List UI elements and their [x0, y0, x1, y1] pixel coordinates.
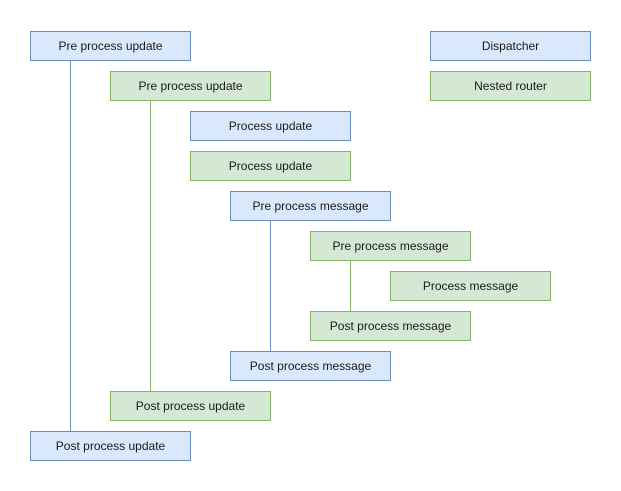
node-n2[interactable]: Pre process update	[110, 71, 271, 101]
node-label: Process update	[228, 118, 313, 133]
connector-n1-to-n11	[70, 61, 71, 431]
node-label: Pre process message	[332, 238, 449, 253]
node-label: Pre process message	[252, 198, 369, 213]
node-label: Post process update	[55, 438, 166, 453]
connector-n2-to-n10	[150, 101, 151, 391]
node-label: Post process message	[249, 358, 372, 373]
node-n6[interactable]: Pre process message	[310, 231, 471, 261]
node-n3[interactable]: Process update	[190, 111, 351, 141]
legend-nested-router-label: Nested router	[474, 78, 547, 93]
node-label: Process message	[422, 278, 519, 293]
legend-dispatcher-label: Dispatcher	[481, 38, 540, 53]
connector-n5-to-n9	[270, 221, 271, 351]
node-n7[interactable]: Process message	[390, 271, 551, 301]
node-label: Pre process update	[58, 38, 163, 53]
node-label: Pre process update	[138, 78, 243, 93]
legend-dispatcher[interactable]: Dispatcher	[430, 31, 591, 61]
node-label: Post process update	[135, 398, 246, 413]
node-n8[interactable]: Post process message	[310, 311, 471, 341]
node-n5[interactable]: Pre process message	[230, 191, 391, 221]
node-n4[interactable]: Process update	[190, 151, 351, 181]
node-label: Process update	[228, 158, 313, 173]
legend-nested-router[interactable]: Nested router	[430, 71, 591, 101]
connector-n6-to-n8	[350, 261, 351, 311]
node-label: Post process message	[329, 318, 452, 333]
node-n10[interactable]: Post process update	[110, 391, 271, 421]
node-n1[interactable]: Pre process update	[30, 31, 191, 61]
node-n11[interactable]: Post process update	[30, 431, 191, 461]
node-n9[interactable]: Post process message	[230, 351, 391, 381]
